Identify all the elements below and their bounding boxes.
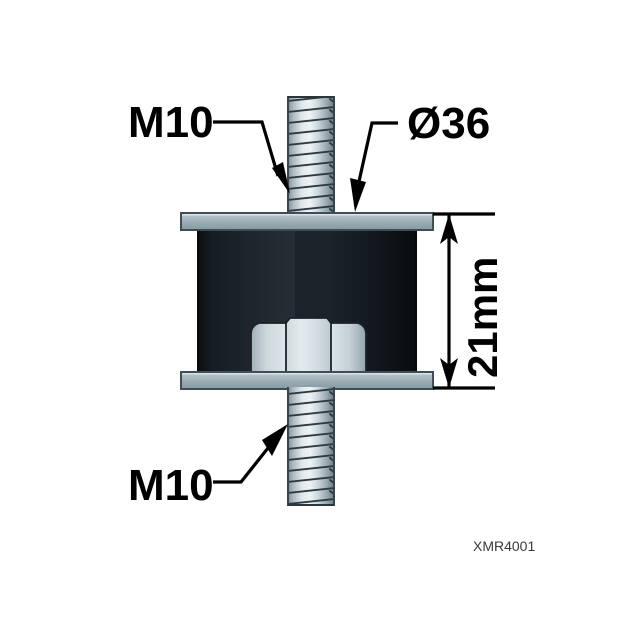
thread-spec-top-arrowhead	[272, 162, 290, 194]
part-number-label: XMR4001	[473, 538, 535, 554]
hex-nut	[250, 317, 367, 374]
diameter-callout-label: Ø36	[407, 99, 490, 148]
thread-spec-bottom-arrowhead	[262, 424, 288, 456]
thread-spec-top-label: M10	[128, 98, 214, 147]
lower-threaded-stud	[287, 387, 335, 506]
inner-stud-segment	[295, 228, 327, 328]
top-mounting-plate	[180, 212, 434, 231]
diameter-callout-arrowhead	[350, 178, 366, 212]
height-dimension-group: 21mm	[433, 212, 506, 390]
upper-stud-threads	[288, 96, 334, 218]
bottom-mounting-plate	[180, 371, 434, 390]
height-arrowhead-bottom	[440, 358, 458, 388]
height-arrowhead-top	[440, 214, 458, 244]
height-dimension-label: 21mm	[459, 257, 506, 378]
thread-spec-bottom-callout: M10	[128, 424, 288, 510]
lower-stud-threads	[288, 388, 334, 505]
upper-threaded-stud	[287, 96, 335, 218]
thread-spec-bottom-label: M10	[128, 461, 214, 510]
thread-spec-top-callout: M10	[128, 98, 290, 194]
diameter-callout-group: Ø36	[350, 99, 490, 212]
